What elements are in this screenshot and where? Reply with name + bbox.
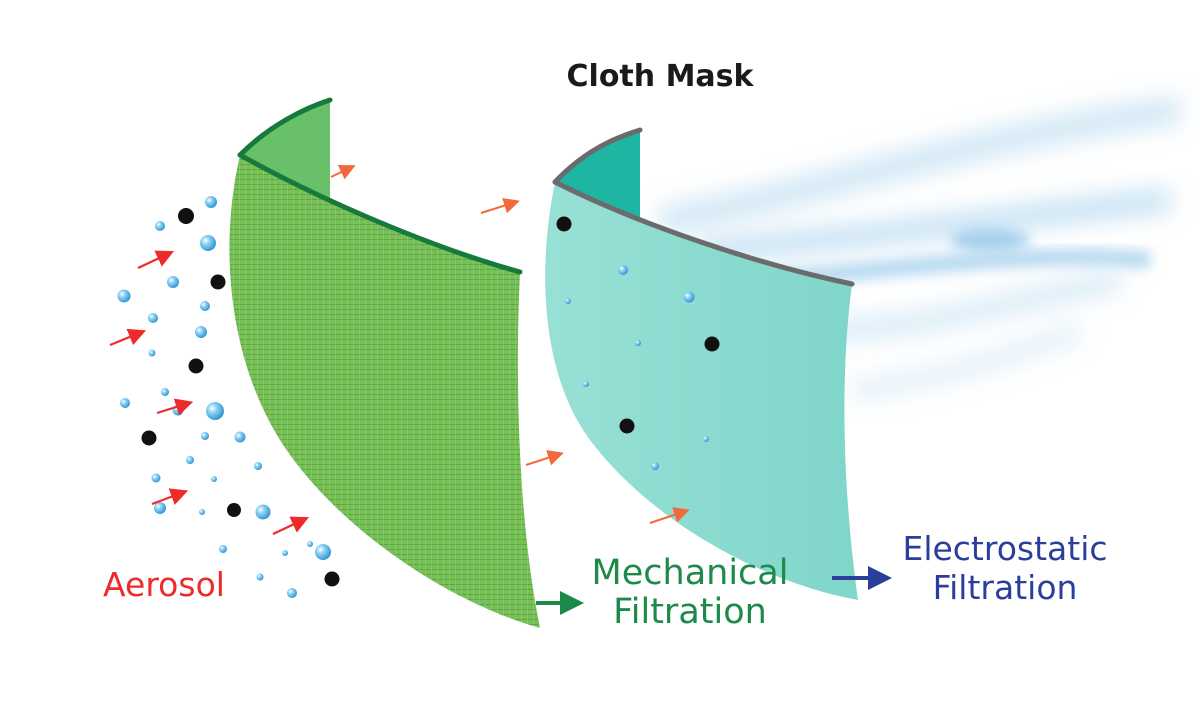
mechanical-label-line2: Filtration bbox=[613, 592, 767, 632]
aerosol-label: Aerosol bbox=[103, 565, 225, 604]
passthrough-arrows bbox=[330, 164, 690, 524]
layer1-inner-edge bbox=[240, 100, 330, 212]
electrostatic-label-line1: Electrostatic bbox=[902, 529, 1108, 568]
diagram-title: Cloth Mask bbox=[566, 59, 754, 94]
electrostatic-layer bbox=[545, 127, 858, 600]
mechanical-label-line1: Mechanical bbox=[591, 553, 789, 593]
aerosol-cloud bbox=[117, 196, 340, 598]
layer2-body bbox=[545, 182, 858, 600]
mechanical-filtration-label: Mechanical Filtration bbox=[560, 556, 820, 630]
electrostatic-filtration-label: Electrostatic Filtration bbox=[880, 532, 1130, 604]
layer2-inner-edge bbox=[555, 130, 640, 222]
incoming-arrows bbox=[109, 250, 309, 535]
electrostatic-label-line2: Filtration bbox=[932, 568, 1078, 607]
mechanical-layer bbox=[229, 97, 540, 628]
layer1-body bbox=[229, 155, 540, 628]
